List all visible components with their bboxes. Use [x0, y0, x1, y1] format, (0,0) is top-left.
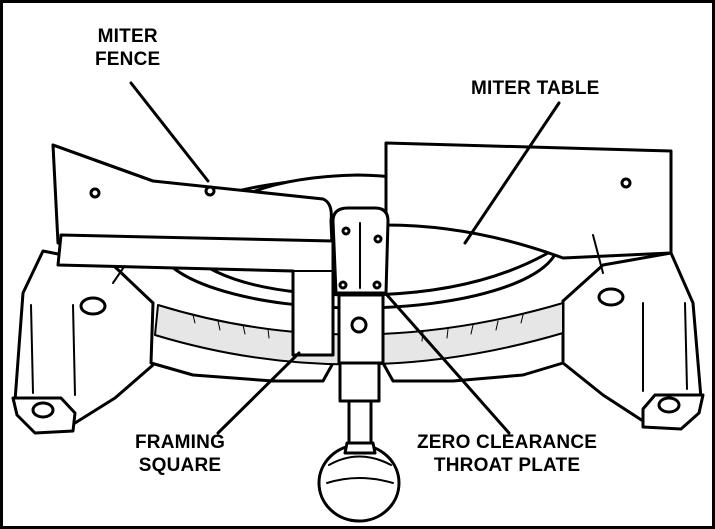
right-fence-hole [620, 177, 632, 189]
right-mount-hole [597, 287, 625, 307]
miter-scale [154, 302, 564, 366]
left-housing-rib [30, 304, 76, 396]
right-base-housing [561, 251, 703, 425]
label-throat-plate-line-2: THROAT PLATE [433, 455, 581, 476]
throat-plate-screw-1 [341, 226, 351, 236]
left-mount-hole [79, 296, 107, 316]
leader-framing-square [216, 351, 301, 435]
leader-throat-plate [385, 293, 511, 435]
right-foot-hole [657, 396, 681, 414]
right-housing-rib [642, 302, 688, 392]
leader-miter-table [463, 101, 561, 245]
left-fence-hole-2 [204, 185, 216, 197]
miter-lock-stem [338, 361, 381, 403]
label-framing-square-line-1: FRAMING [135, 432, 226, 453]
miter-saw-illustration [11, 81, 705, 523]
left-foot-hole [31, 401, 55, 419]
throat-plate-screw-3 [338, 280, 348, 290]
miter-pointer-knob [350, 316, 368, 334]
miter-lock-shaft [347, 399, 373, 445]
label-miter-table-line-1: MITER TABLE [471, 78, 600, 99]
miter-handle-grip [326, 455, 394, 484]
throat-plate-screw-2 [373, 234, 383, 244]
label-miter-fence-line-2: FENCE [95, 49, 161, 70]
label-throat-plate-line-1: ZERO CLEARANCE [417, 432, 598, 453]
label-miter-fence: MITER FENCE [95, 25, 160, 71]
leader-miter-fence [129, 81, 210, 183]
label-miter-table: MITER TABLE [471, 77, 600, 100]
right-table-slot [592, 234, 604, 274]
left-fence-top-edge [51, 143, 155, 183]
left-base-housing [13, 249, 155, 430]
left-fence-hole-1 [89, 187, 101, 199]
label-framing-square: FRAMING SQUARE [135, 431, 225, 477]
throat-plate-screw-4 [372, 280, 382, 290]
label-framing-square-line-2: SQUARE [138, 455, 222, 476]
label-miter-fence-line-1: MITER [97, 26, 158, 47]
label-throat-plate: ZERO CLEARANCE THROAT PLATE [417, 431, 597, 477]
miter-handle-neck [343, 441, 377, 455]
right-fence-face [384, 141, 673, 260]
